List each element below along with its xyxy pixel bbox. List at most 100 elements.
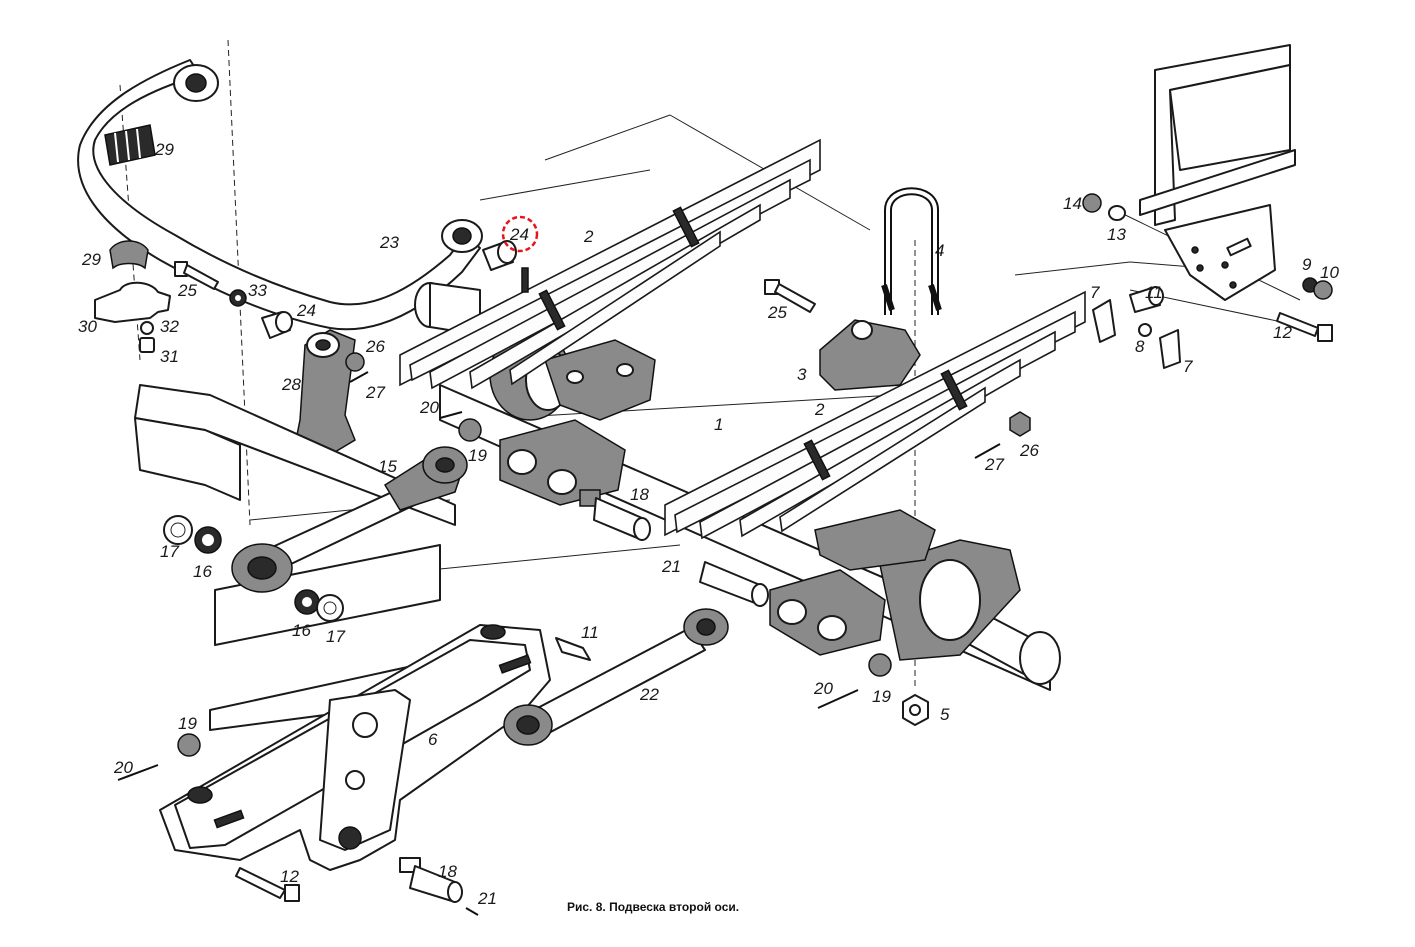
label-32: 32 — [160, 317, 179, 336]
nut-26-right — [1009, 411, 1031, 437]
label-26: 26 — [365, 337, 385, 356]
bolt-12-right — [1276, 312, 1333, 342]
cotter-pin-21-lower — [465, 907, 479, 916]
label-18: 18 — [438, 862, 457, 881]
label-10: 10 — [1320, 263, 1339, 282]
bushing-24-upper — [482, 240, 517, 271]
bushing-8 — [1138, 323, 1152, 337]
label-14: 14 — [1063, 194, 1082, 213]
part-number-labels: 1 2 2 3 4 5 6 7 7 8 9 10 11 11 12 12 13 … — [78, 140, 1339, 908]
pin-21-axle — [699, 561, 769, 607]
nut-19-lower-left — [177, 733, 201, 757]
label-16: 16 — [193, 562, 212, 581]
label-15: 15 — [378, 457, 397, 476]
bolt-25-right — [764, 279, 816, 313]
bushing-17-lower — [316, 594, 344, 622]
label-3: 3 — [797, 365, 807, 384]
label-24: 24 — [296, 301, 316, 320]
label-19: 19 — [872, 687, 891, 706]
nut-10 — [1313, 280, 1333, 300]
bracket-3 — [819, 319, 921, 391]
label-6: 6 — [428, 730, 438, 749]
u-bolt-4 — [881, 187, 942, 315]
seal-16-lower — [294, 589, 320, 615]
label-13: 13 — [1107, 225, 1126, 244]
label-2: 2 — [583, 227, 594, 246]
spring-seat-upper — [544, 339, 656, 421]
label-17: 17 — [326, 627, 345, 646]
label-29: 29 — [154, 140, 174, 159]
pin-18-upper — [579, 489, 651, 541]
nut-33 — [229, 289, 247, 307]
label-27: 27 — [365, 383, 385, 402]
label-12: 12 — [280, 867, 299, 886]
label-11: 11 — [1145, 283, 1163, 302]
label-12: 12 — [1273, 323, 1292, 342]
nut-26-left — [345, 352, 365, 372]
figure-caption: Рис. 8. Подвеска второй оси. — [567, 900, 740, 914]
label-20: 20 — [419, 398, 439, 417]
highlight-circle — [501, 215, 539, 253]
label-20: 20 — [113, 758, 133, 777]
nut-14 — [1082, 193, 1102, 213]
cotter-pin-27-left — [349, 371, 369, 383]
label-31: 31 — [160, 347, 179, 366]
label-19: 19 — [178, 714, 197, 733]
bushing-24-lower — [261, 311, 293, 339]
cotter-pin-20-upper — [439, 411, 463, 419]
label-19: 19 — [468, 446, 487, 465]
stabilizer-stand-28 — [294, 329, 356, 456]
label-8: 8 — [1135, 337, 1145, 356]
frame-bracket-right — [1139, 44, 1296, 301]
label-25: 25 — [767, 303, 787, 322]
label-22: 22 — [639, 685, 659, 704]
cotter-pin-27-right — [974, 443, 1001, 459]
axle-bracket-lower — [769, 569, 886, 656]
seal-16-upper — [194, 526, 222, 554]
bolt-12-lower — [235, 867, 300, 902]
label-7: 7 — [1183, 357, 1193, 376]
nut-5 — [902, 694, 929, 726]
label-18: 18 — [630, 485, 649, 504]
cotter-pin-20-lower-right — [817, 689, 859, 709]
leaf-spring-lower-2 — [664, 290, 1086, 540]
label-23: 23 — [379, 233, 399, 252]
reaction-rod-22 — [503, 608, 729, 746]
bracket-30-assembly — [94, 240, 171, 353]
label-7: 7 — [1090, 283, 1100, 302]
bushing-11-right — [1129, 286, 1164, 313]
label-5: 5 — [940, 705, 950, 724]
nut-19-upper — [458, 418, 482, 442]
label-4: 4 — [935, 241, 944, 260]
label-33: 33 — [248, 281, 267, 300]
rubber-bushing-29 — [104, 124, 156, 166]
trunnion-hub-lower — [879, 539, 1021, 661]
cotter-pin-20-lower-left — [117, 764, 159, 781]
label-28: 28 — [281, 375, 301, 394]
label-26: 26 — [1019, 441, 1039, 460]
label-16: 16 — [292, 621, 311, 640]
label-17: 17 — [160, 542, 179, 561]
plate-7-lower — [1159, 329, 1181, 369]
label-20: 20 — [813, 679, 833, 698]
axle-bracket-upper — [499, 419, 626, 506]
label-30: 30 — [78, 317, 97, 336]
plate-7-upper — [1092, 299, 1116, 343]
label-9: 9 — [1302, 255, 1312, 274]
label-1: 1 — [714, 415, 723, 434]
label-25: 25 — [177, 281, 197, 300]
label-21: 21 — [661, 557, 681, 576]
washer-13 — [1108, 205, 1126, 221]
pin-18-lower — [399, 857, 463, 903]
label-2: 2 — [814, 400, 825, 419]
label-24-highlighted: 24 — [509, 225, 529, 244]
label-21: 21 — [477, 889, 497, 908]
label-29: 29 — [81, 250, 101, 269]
label-27: 27 — [984, 455, 1004, 474]
bolt-25-left — [174, 261, 219, 290]
label-11: 11 — [581, 623, 599, 642]
reaction-rod-15 — [231, 446, 468, 593]
bushing-11-lower — [555, 637, 591, 661]
spring-seat-lower — [814, 509, 936, 571]
